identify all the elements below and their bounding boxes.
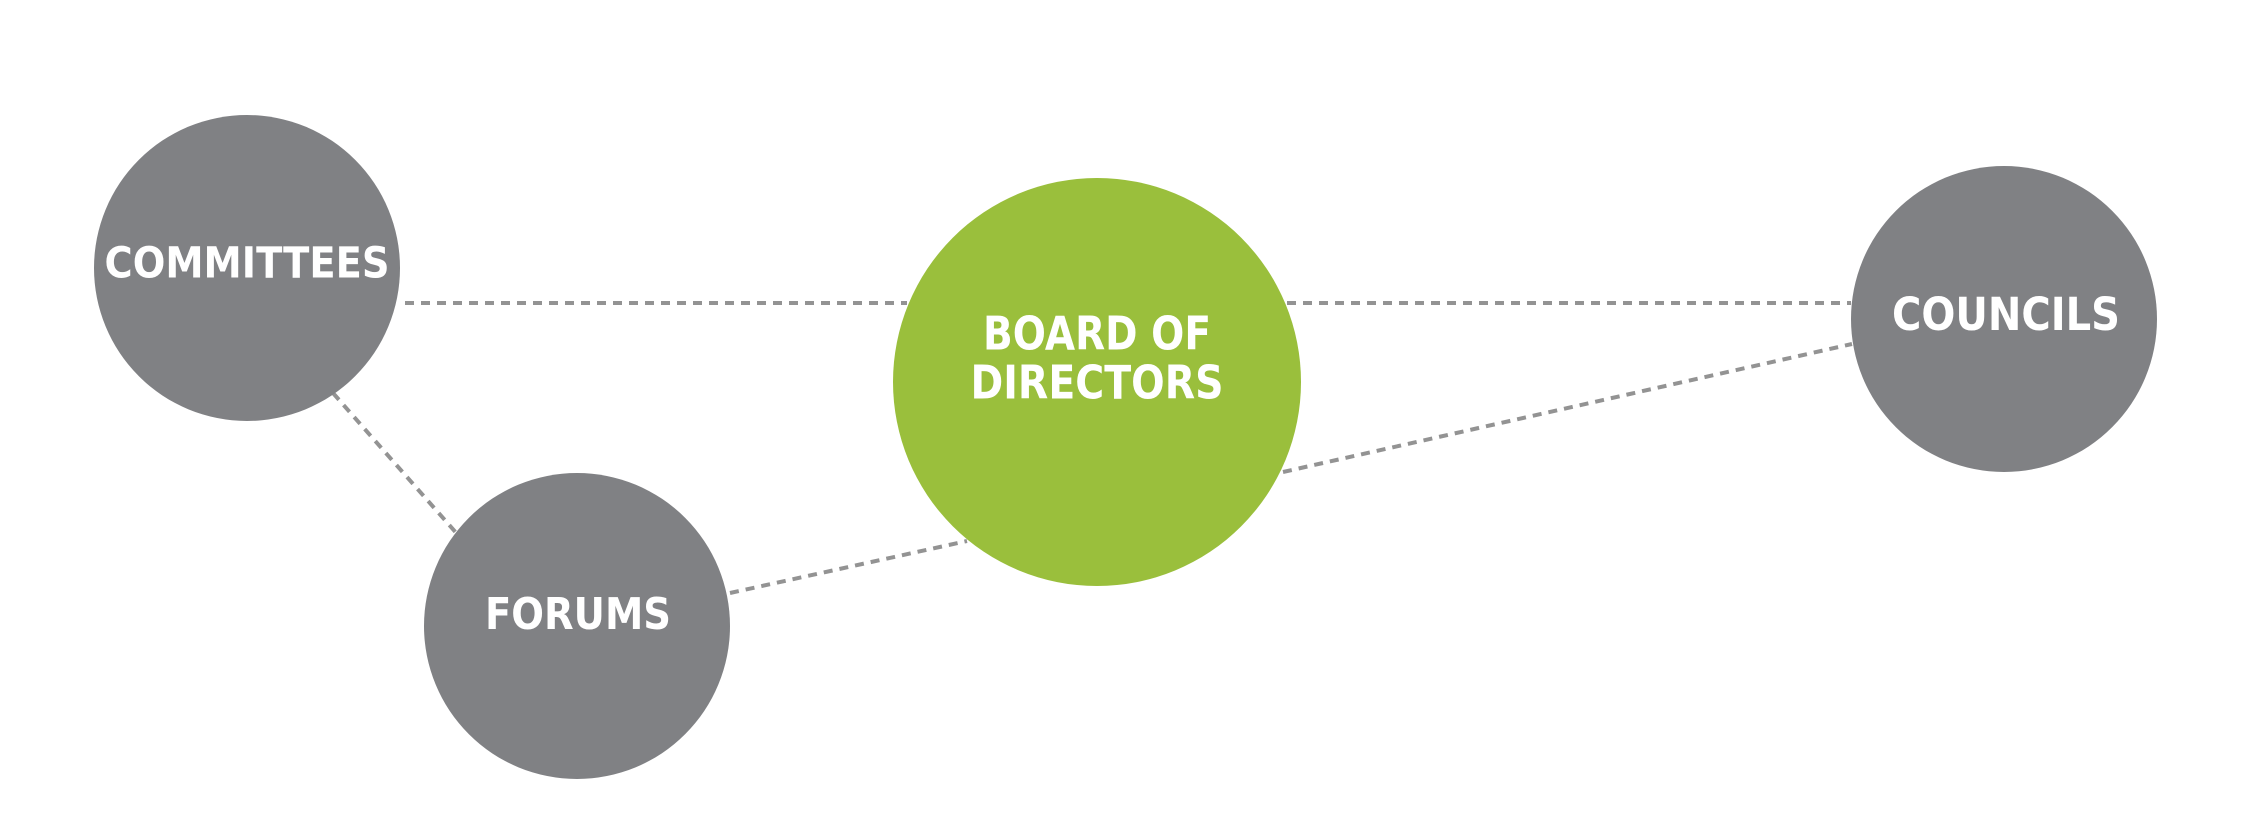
node-forums: FORUMS — [424, 473, 730, 779]
councils-label: COUNCILS — [1892, 288, 2120, 341]
node-committees: COMMITTEES — [94, 115, 400, 421]
forums-circle — [424, 473, 730, 779]
connector-committees-forums — [331, 391, 460, 537]
councils-circle — [1851, 166, 2157, 472]
committees-label: COMMITTEES — [105, 239, 390, 289]
connectors — [331, 301, 1853, 595]
forums-label: FORUMS — [485, 589, 671, 640]
committees-circle — [94, 115, 400, 421]
node-board-of-directors: BOARD OF DIRECTORS — [893, 178, 1301, 586]
connector-forums-board — [729, 539, 968, 595]
connector-board-councils-lower — [1282, 342, 1853, 474]
board-label-line2: DIRECTORS — [971, 356, 1224, 410]
node-councils: COUNCILS — [1851, 166, 2157, 472]
board-circle — [893, 178, 1301, 586]
board-label-line1: BOARD OF — [983, 307, 1211, 361]
